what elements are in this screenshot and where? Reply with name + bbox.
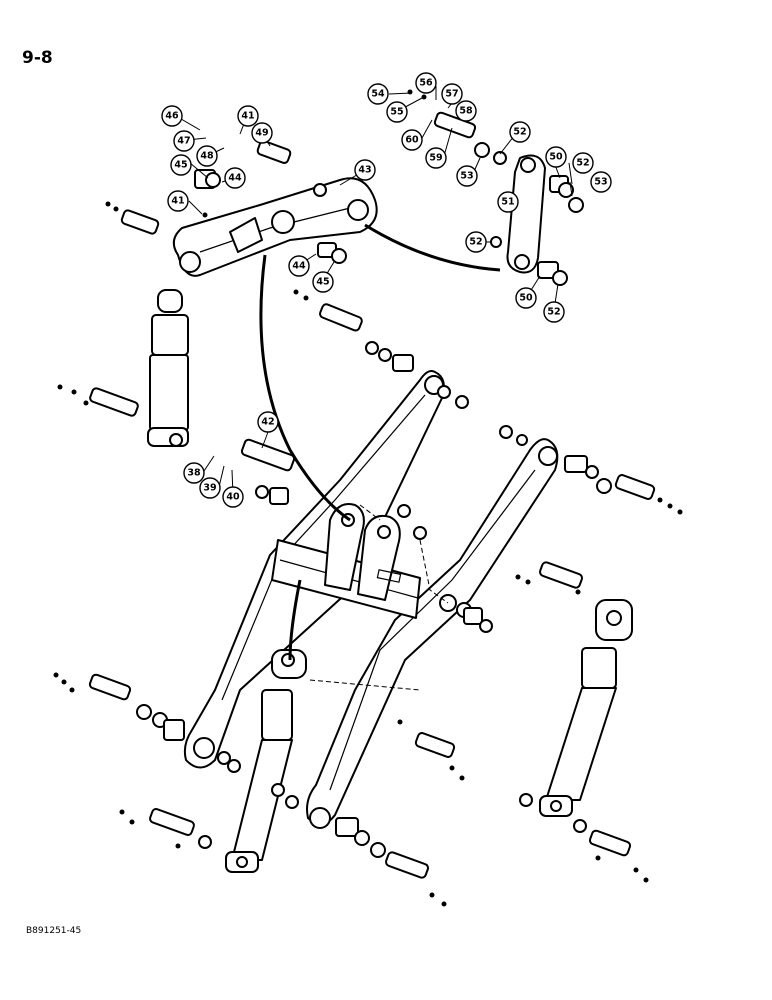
svg-text:38: 38 [187, 468, 201, 479]
svg-text:60: 60 [405, 135, 419, 146]
svg-text:45: 45 [174, 160, 187, 171]
callout-51: 51 [497, 191, 519, 213]
callout-41-a: 41 [237, 105, 259, 127]
svg-text:52: 52 [576, 158, 589, 169]
callout-57: 57 [441, 83, 463, 105]
svg-text:50: 50 [519, 293, 533, 304]
svg-text:57: 57 [445, 89, 458, 100]
callout-50-b: 50 [515, 287, 537, 309]
link [506, 154, 546, 274]
hoses-and-leaders [259, 223, 501, 691]
svg-text:52: 52 [547, 307, 560, 318]
page-number: 9-8 [22, 48, 53, 68]
svg-text:41: 41 [171, 196, 184, 207]
callout-45-a: 45 [170, 154, 192, 176]
callout-38: 38 [183, 462, 205, 484]
svg-text:56: 56 [419, 78, 433, 89]
svg-text:44: 44 [228, 173, 242, 184]
hardware-sets [53, 89, 683, 907]
callout-55: 55 [386, 101, 408, 123]
svg-text:42: 42 [261, 417, 274, 428]
callout-47: 47 [173, 130, 195, 152]
svg-text:55: 55 [390, 107, 403, 118]
callout-39: 39 [199, 477, 221, 499]
callout-42: 42 [257, 411, 279, 433]
svg-text:45: 45 [316, 277, 329, 288]
svg-text:44: 44 [292, 261, 306, 272]
drawing-reference-code: B891251-45 [26, 926, 82, 936]
svg-text:40: 40 [226, 492, 240, 503]
svg-text:59: 59 [429, 153, 442, 164]
callout-41-b: 41 [167, 190, 189, 212]
svg-text:49: 49 [255, 128, 268, 139]
bucket-cylinder-top-left [147, 289, 189, 447]
callout-43: 43 [354, 159, 376, 181]
svg-text:53: 53 [594, 177, 607, 188]
callout-40: 40 [222, 486, 244, 508]
svg-text:51: 51 [501, 197, 514, 208]
bell-crank [172, 177, 378, 277]
svg-text:43: 43 [358, 165, 371, 176]
callout-49: 49 [251, 122, 273, 144]
callout-52-b: 52 [572, 152, 594, 174]
callout-44-b: 44 [288, 255, 310, 277]
svg-text:48: 48 [200, 151, 214, 162]
svg-text:41: 41 [241, 111, 254, 122]
callout-52-a: 52 [509, 121, 531, 143]
callout-52-d: 52 [543, 301, 565, 323]
callout-54: 54 [367, 83, 389, 105]
svg-text:53: 53 [460, 171, 473, 182]
loader-arm-assembly [183, 370, 559, 829]
svg-text:46: 46 [165, 111, 179, 122]
svg-text:54: 54 [371, 89, 385, 100]
lift-cylinder-right [539, 599, 633, 817]
callout-56: 56 [415, 72, 437, 94]
callout-48: 48 [196, 145, 218, 167]
svg-text:52: 52 [513, 127, 526, 138]
svg-text:58: 58 [459, 106, 473, 117]
callout-50-a: 50 [545, 146, 567, 168]
callout-45-b: 45 [312, 271, 334, 293]
callout-59: 59 [425, 147, 447, 169]
svg-text:50: 50 [549, 152, 563, 163]
callout-58: 58 [455, 100, 477, 122]
callout-44-a: 44 [224, 167, 246, 189]
callout-60: 60 [401, 129, 423, 151]
callout-52-c: 52 [465, 231, 487, 253]
svg-text:47: 47 [177, 136, 190, 147]
callout-53-b: 53 [590, 171, 612, 193]
svg-text:39: 39 [203, 483, 216, 494]
callout-46: 46 [161, 105, 183, 127]
svg-text:52: 52 [469, 237, 482, 248]
callout-53-a: 53 [456, 165, 478, 187]
